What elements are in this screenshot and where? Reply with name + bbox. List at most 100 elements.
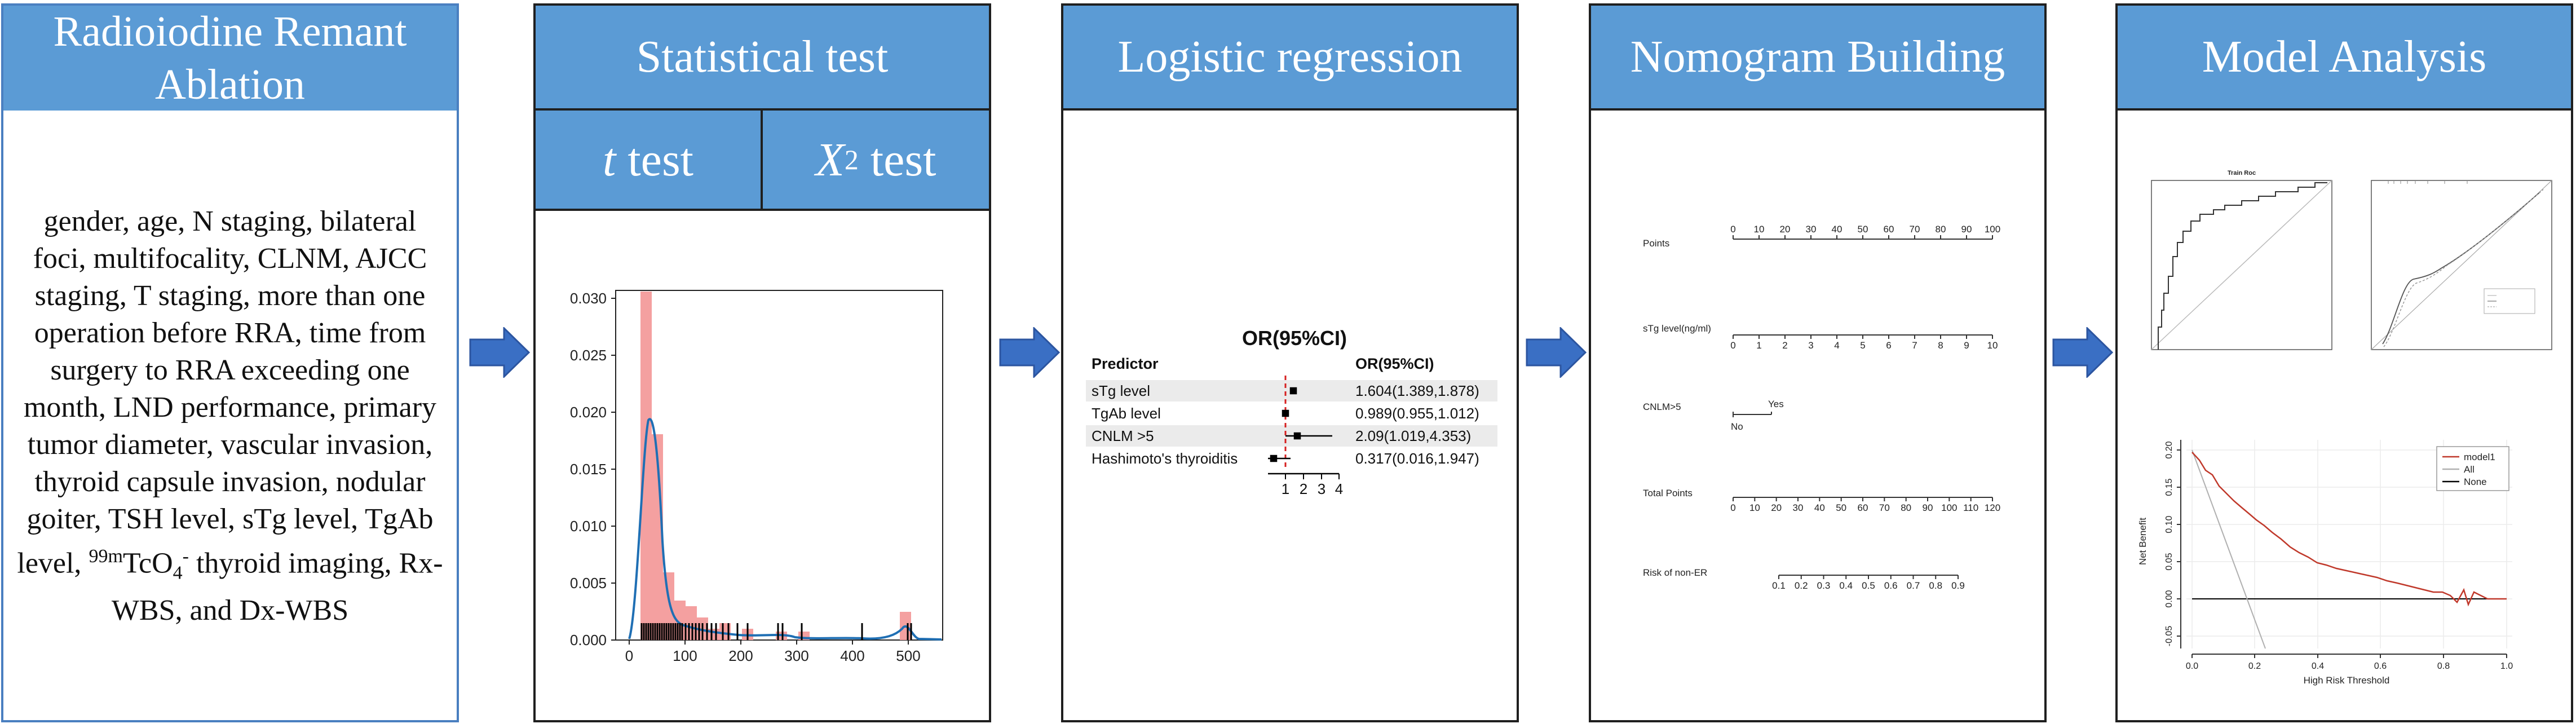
y-tick-label: 0.030: [570, 290, 607, 307]
tick-label: 6: [1886, 340, 1891, 351]
tick-label: 90: [1961, 224, 1972, 235]
dca-model-line: [2191, 452, 2507, 607]
tick-label: 40: [1832, 224, 1842, 235]
tick-label: 8: [1938, 340, 1943, 351]
tick-label: 50: [1836, 502, 1846, 513]
x-tick-label: 300: [784, 647, 808, 664]
x-tick-label: 100: [673, 647, 697, 664]
forest-markers: [1268, 387, 1332, 462]
calibration-apparent: [2382, 191, 2541, 345]
chi-italic: X: [815, 133, 845, 186]
forest-x-tick: 4: [1335, 480, 1343, 497]
tick-label: 40: [1814, 502, 1825, 513]
nomogram-row-label: Risk of non-ER: [1643, 567, 1707, 578]
tick-label: 100: [1941, 502, 1957, 513]
histogram-kde-plot: 0.000 0.005 0.010 0.015 0.020 0.025 0.03…: [570, 290, 943, 664]
tick-label: 20: [1780, 224, 1791, 235]
tick-label: 80: [1936, 224, 1946, 235]
panel-rra: Radioiodine Remant Ablation gender, age,…: [1, 3, 459, 722]
nomogram-row-label: Total Points: [1643, 488, 1693, 498]
tick-label: 0.3: [1817, 580, 1831, 591]
panel-statistical-test-title: Statistical test: [536, 6, 989, 111]
roc-curve-plot: Train Roc: [2151, 170, 2332, 350]
nomogram-row-label: CNLM>5: [1643, 401, 1681, 412]
forest-point: [1282, 409, 1289, 417]
y-tick-label: 0.020: [570, 404, 607, 421]
panel-logistic-regression-title: Logistic regression: [1063, 6, 1517, 111]
forest-row-or: 2.09(1.019,4.353): [1355, 427, 1471, 444]
legend-label: None: [2464, 476, 2487, 487]
tick-label: 0.15: [2164, 478, 2174, 496]
decision-curve-plot: Net Benefit High Risk Threshold -0.050.0…: [2137, 440, 2513, 686]
tick-label: -0.05: [2164, 626, 2174, 647]
tick-label: 50: [1858, 224, 1868, 235]
arrow-right-icon: [1526, 327, 1587, 378]
forest-row-or: 1.604(1.389,1.878): [1355, 382, 1479, 399]
cnlm-no-label: No: [1731, 421, 1743, 432]
dca-y-ticks: -0.050.000.050.100.150.20: [2164, 441, 2181, 646]
tick-label: 0.20: [2164, 441, 2174, 458]
panel-rra-title: Radioiodine Remant Ablation: [3, 6, 457, 111]
tick-label: 1.0: [2500, 661, 2513, 671]
y-tick-label: 0.010: [570, 518, 607, 535]
isotope-subscript: 4: [173, 562, 183, 584]
tick-label: 3: [1808, 340, 1813, 351]
panel-nomogram-title: Nomogram Building: [1591, 6, 2044, 111]
chi-superscript: 2: [844, 144, 859, 175]
tick-label: 4: [1834, 340, 1839, 351]
tick-label: 0.4: [1839, 580, 1853, 591]
panel-model-analysis-title: Model Analysis: [2118, 6, 2571, 111]
tick-label: 70: [1879, 502, 1890, 513]
tick-label: 10: [1749, 502, 1760, 513]
x-axis: 0 100 200 300 400 500: [625, 640, 921, 664]
nomogram-row-label: sTg level(ng/ml): [1643, 323, 1711, 334]
chi-test-text: test: [858, 133, 936, 186]
forest-row-or: 0.317(0.016,1.947): [1355, 450, 1479, 467]
isotope-charge: -: [182, 546, 189, 567]
legend-label: model1: [2464, 452, 2495, 462]
tick-label: 0.2: [2248, 661, 2261, 671]
forest-plot: OR(95%CI) Predictor OR(95%CI) sTg level …: [1086, 327, 1497, 497]
forest-row-label: sTg level: [1092, 382, 1150, 399]
forest-point: [1289, 387, 1297, 395]
tick-label: 0.0: [2186, 661, 2198, 671]
forest-point: [1293, 432, 1301, 440]
tick-label: 60: [1858, 502, 1868, 513]
tick-label: 10: [1754, 224, 1765, 235]
forest-row-label: Hashimoto's thyroiditis: [1092, 450, 1238, 467]
forest-title: OR(95%CI): [1242, 327, 1347, 350]
forest-row-or: 0.989(0.955,1.012): [1355, 405, 1479, 422]
tick-label: 20: [1771, 502, 1782, 513]
tick-label: 0.1: [1772, 580, 1786, 591]
tick-label: 30: [1806, 224, 1817, 235]
tick-label: 80: [1901, 502, 1911, 513]
legend-label: All: [2464, 464, 2475, 475]
dca-x-ticks: 0.0 0.2 0.4 0.6 0.8 1.0: [2186, 654, 2513, 671]
roc-title: Train Roc: [2228, 170, 2256, 177]
y-tick-label: 0.005: [570, 575, 607, 592]
y-tick-label: 0.025: [570, 347, 607, 364]
tick-label: 9: [1964, 340, 1969, 351]
forest-x-tick: 1: [1282, 480, 1289, 497]
tick-label: 0: [1730, 340, 1735, 351]
tick-label: 0.4: [2312, 661, 2324, 671]
panel-logistic-regression: Logistic regression OR(95%CI) Predictor …: [1061, 3, 1519, 722]
forest-row-label: TgAb level: [1092, 405, 1161, 422]
x-tick-label: 500: [896, 647, 920, 664]
tick-label: 0.6: [2374, 661, 2387, 671]
rug-ticks: [640, 623, 912, 640]
dca-all-line: [2191, 449, 2266, 649]
tick-label: 0.2: [1795, 580, 1808, 591]
nomogram-row-label: Points: [1643, 238, 1669, 249]
x-tick-label: 0: [625, 647, 633, 664]
tick-label: 0.8: [2437, 661, 2450, 671]
tick-label: 0: [1730, 224, 1735, 235]
t-test-label: t test: [536, 111, 763, 211]
